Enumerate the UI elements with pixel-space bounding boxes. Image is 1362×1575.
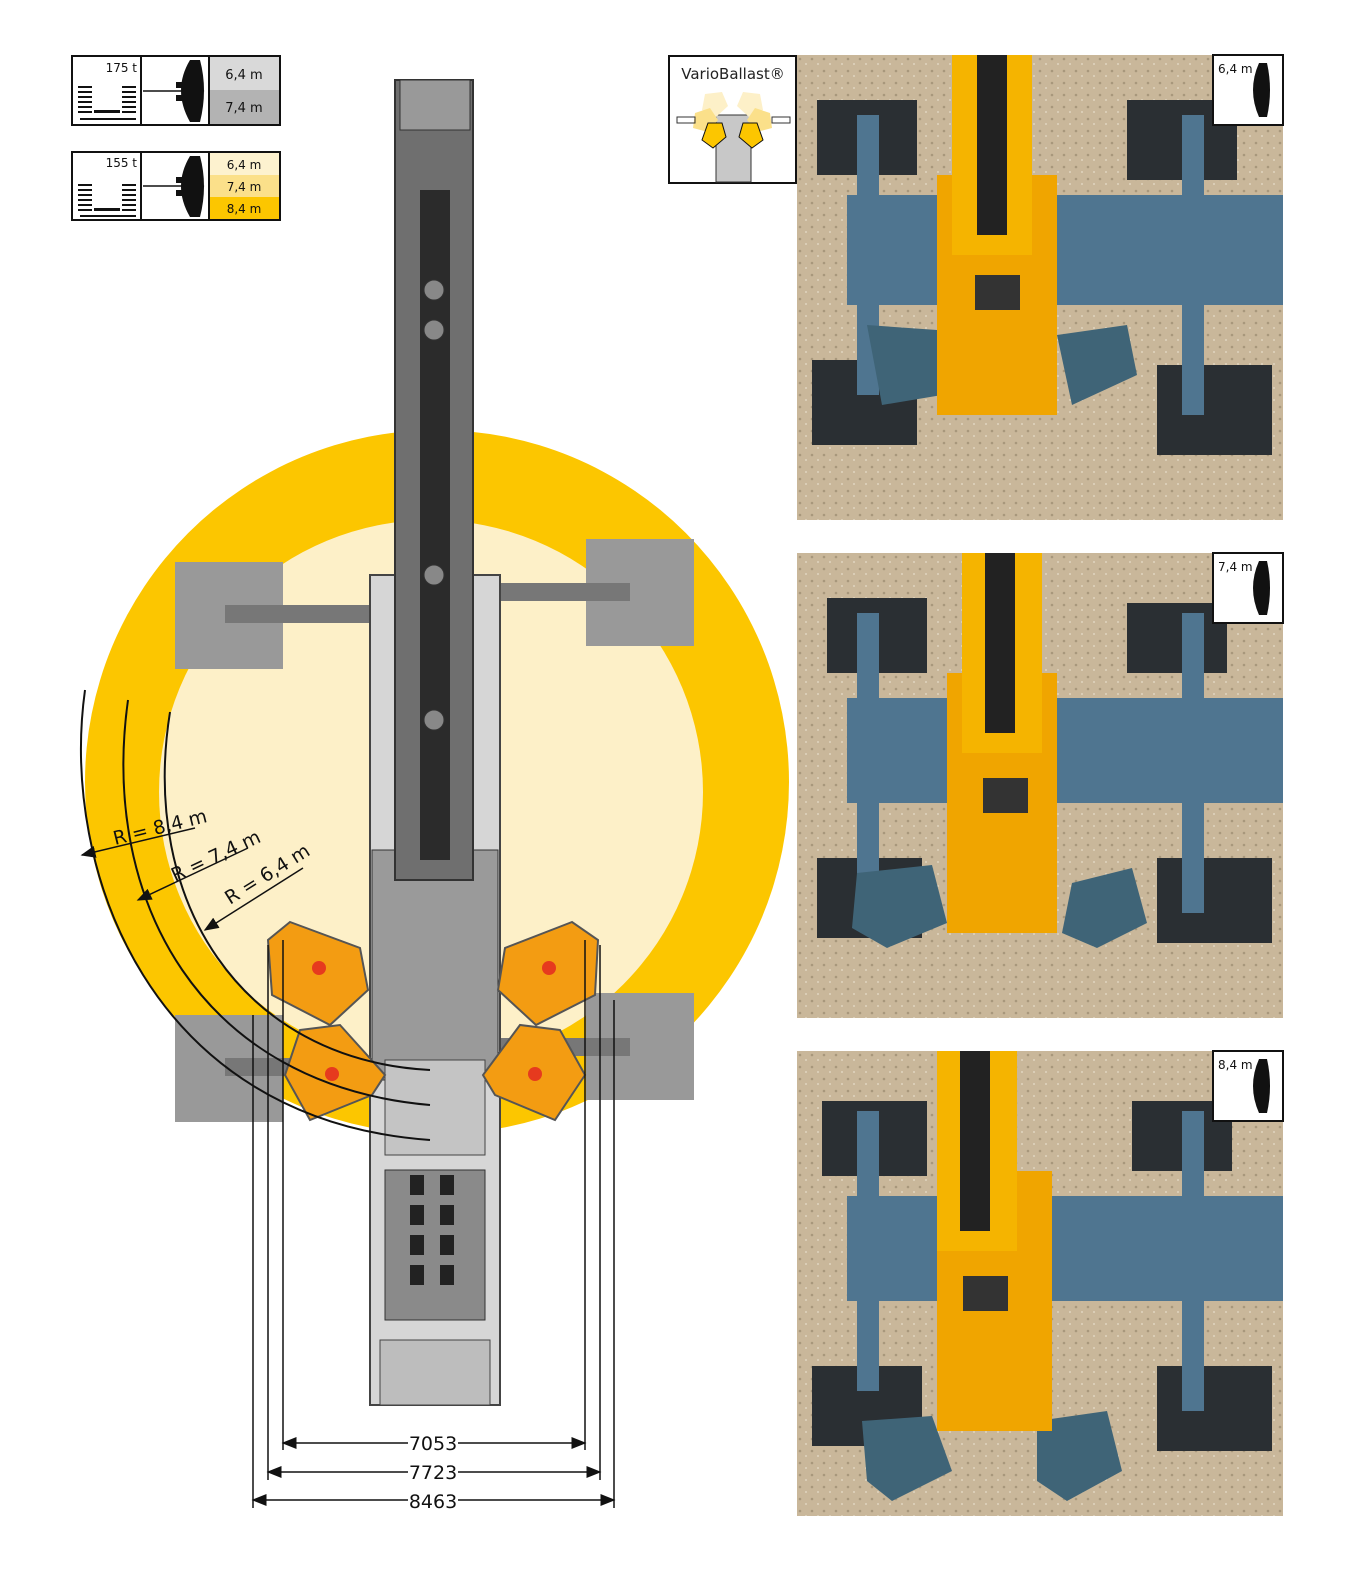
legend-155t [71,151,281,221]
ballast-stack-icon [78,86,136,120]
legend-swatch [210,57,279,90]
dimension-7053: 7053 [409,1433,457,1455]
radius-pointers [80,827,304,931]
dimension-lines [251,940,616,1508]
legend-swatch [210,90,279,124]
legend-radius: 8,4 m [227,202,262,216]
legend-radius: 6,4 m [227,158,262,172]
legend-radius: 7,4 m [225,101,262,116]
radius-arrow-icon [143,60,205,122]
photo-badge: 7,4 m [1218,560,1253,574]
legend-weight: 175 t [106,61,138,75]
dimension-7723: 7723 [409,1462,457,1484]
photo-8-4 [797,1050,1284,1516]
vario-ballast-title: VarioBallast® [681,65,785,83]
legend-radius: 7,4 m [227,180,262,194]
photo-badge: 6,4 m [1218,62,1253,76]
radius-arrow-icon [143,156,205,217]
crane-top-view [369,79,501,1406]
photo-6-4 [797,54,1284,520]
vario-ballast-box [668,55,797,184]
ballast-stack-icon [78,184,136,217]
photo-7-4 [797,552,1284,1018]
photo-badge: 8,4 m [1218,1058,1253,1072]
dimension-8463: 8463 [409,1491,457,1513]
legend-radius: 6,4 m [225,68,262,83]
counterweights [266,920,600,1122]
legend-175t [71,55,281,126]
outrigger-pads [175,539,694,1122]
radius-arcs [80,689,431,1141]
legend-weight: 155 t [106,156,138,170]
